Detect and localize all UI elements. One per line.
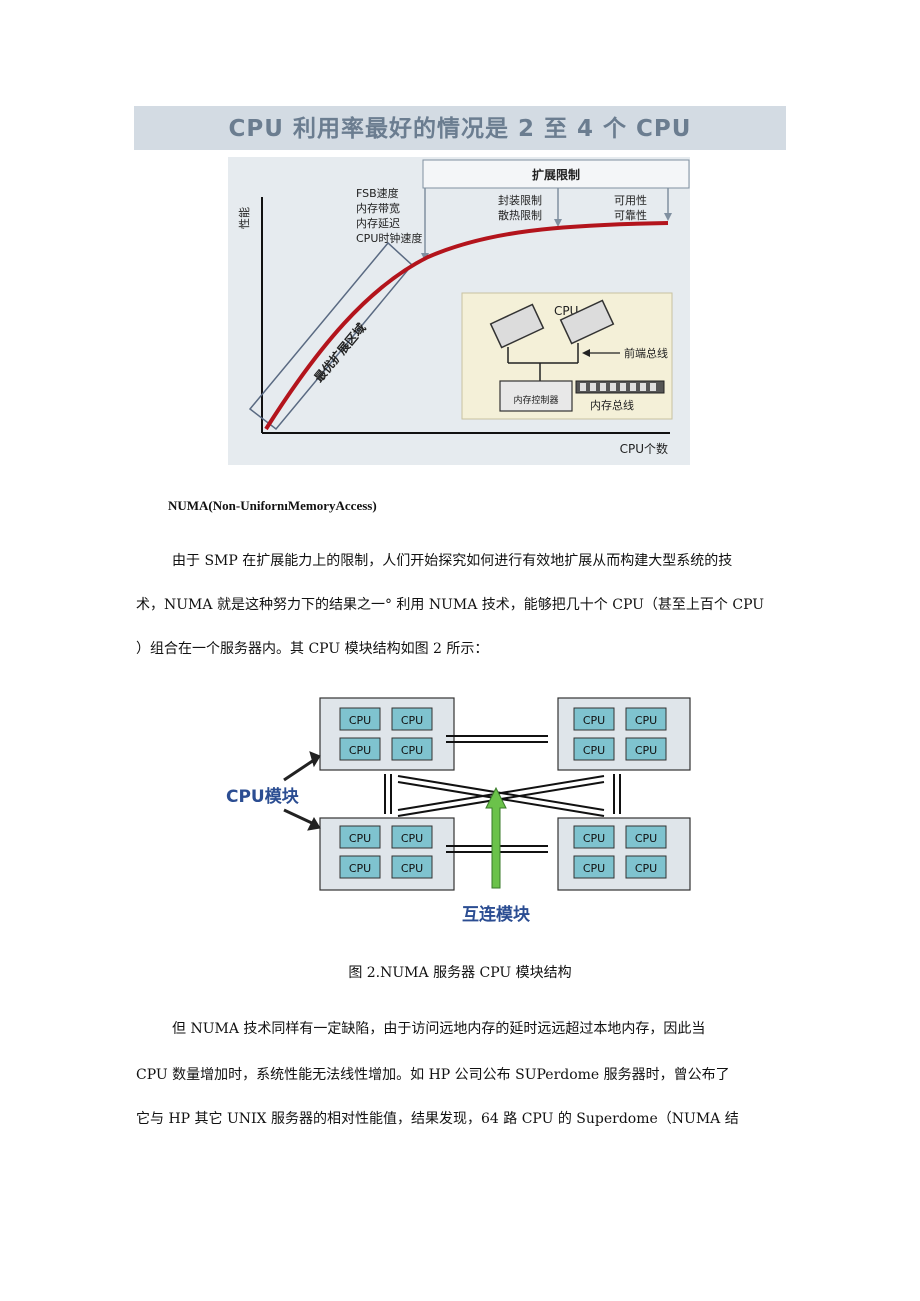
cpu-chip-icon xyxy=(489,303,545,349)
figure-label: CPU xyxy=(635,862,657,875)
figure-label: CPU xyxy=(583,862,605,875)
limit-cpu-clock: CPU时钟速度 xyxy=(356,231,422,245)
figure-label: CPU xyxy=(401,744,423,757)
interconnect-arrow-icon xyxy=(485,786,507,889)
figure-label: CPU xyxy=(583,714,605,727)
figure-label: CPU xyxy=(349,832,371,845)
limit-reliability: 可靠性 xyxy=(614,208,647,222)
memory-controller-box xyxy=(499,380,573,412)
limit-availability: 可用性 xyxy=(614,193,647,207)
performance-curve xyxy=(264,221,669,431)
limit-memory-latency: 内存延迟 xyxy=(356,216,400,230)
y-axis-label: 性能 xyxy=(237,207,251,229)
cpu-module-label: CPU模块 xyxy=(226,786,300,807)
cpu-module-top-left: CPU CPU CPU CPU xyxy=(319,697,455,771)
figure-caption: 图 2.NUMA 服务器 CPU 模块结构 xyxy=(348,965,572,981)
numa-module-figure: CPU CPU CPU CPU CPU CPU CPU CPU CPU CPU … xyxy=(226,697,691,925)
limit-fsb: FSB速度 xyxy=(356,186,399,200)
section-heading: NUMA(Non-UnifornıMemoryAccess) xyxy=(168,498,377,513)
cpu-module-bottom-left: CPU CPU CPU CPU xyxy=(319,817,455,891)
performance-chart-figure: 扩展限制 性能 CPU个数 FSB速度 内存带宽 内存延迟 CPU时钟速度 封装… xyxy=(228,157,690,465)
figure-label: CPU xyxy=(583,832,605,845)
paragraph2-line2: CPU 数量增加时，系统性能无法线性增加。如 HP 公司公布 SUPerdome… xyxy=(136,1067,730,1083)
cpu-chip-icon xyxy=(559,299,615,345)
front-bus-label: 前端总线 xyxy=(624,346,668,360)
figure-label: CPU xyxy=(401,832,423,845)
figure-label: CPU xyxy=(635,714,657,727)
figure-label: CPU xyxy=(401,862,423,875)
memory-controller-label: 内存控制器 xyxy=(513,394,558,406)
paragraph1-line1: 由于 SMP 在扩展能力上的限制，人们开始探究如何进行有效地扩展从而构建大型系统… xyxy=(172,553,733,569)
x-axis-label: CPU个数 xyxy=(620,441,668,456)
paragraph1-line2: 术，NUMA 就是这种努力下的结果之一° 利用 NUMA 技术，能够把几十个 C… xyxy=(136,597,765,613)
limit-packaging: 封装限制 xyxy=(498,193,542,207)
paragraph2-line1: 但 NUMA 技术同样有一定缺陷，由于访问远地内存的延时远远超过本地内存，因此当 xyxy=(172,1021,706,1037)
limit-memory-bandwidth: 内存带宽 xyxy=(356,201,400,215)
figure-banner-title: CPU 利用率最好的情况是 2 至 4 个 CPU xyxy=(134,106,786,150)
inset-diagram: CPU 前端总线 内存控制器 内存总线 xyxy=(461,292,673,420)
figure-label: CPU xyxy=(349,862,371,875)
figure-label: CPU xyxy=(635,832,657,845)
figure-label: CPU xyxy=(401,714,423,727)
cpu-module-bottom-right: CPU CPU CPU CPU xyxy=(557,817,691,891)
expansion-limit-box xyxy=(422,159,690,189)
memory-bus-label: 内存总线 xyxy=(590,398,634,412)
paragraph1-line3: ）组合在一个服务器内。其 CPU 模块结构如图 2 所示： xyxy=(136,641,489,657)
limit-heat: 散热限制 xyxy=(498,208,542,222)
cpu-module-top-right: CPU CPU CPU CPU xyxy=(557,697,691,771)
figure-label: CPU xyxy=(349,744,371,757)
expansion-limit-label: 扩展限制 xyxy=(532,167,580,182)
figure-label: CPU xyxy=(349,714,371,727)
figure-label: CPU xyxy=(583,744,605,757)
arrow-icon xyxy=(283,751,321,831)
figure-label: CPU xyxy=(635,744,657,757)
interconnect-module-label: 互连模块 xyxy=(462,904,531,925)
paragraph2-line3: 它与 HP 其它 UNIX 服务器的相对性能值，结果发现，64 路 CPU 的 … xyxy=(136,1111,739,1127)
